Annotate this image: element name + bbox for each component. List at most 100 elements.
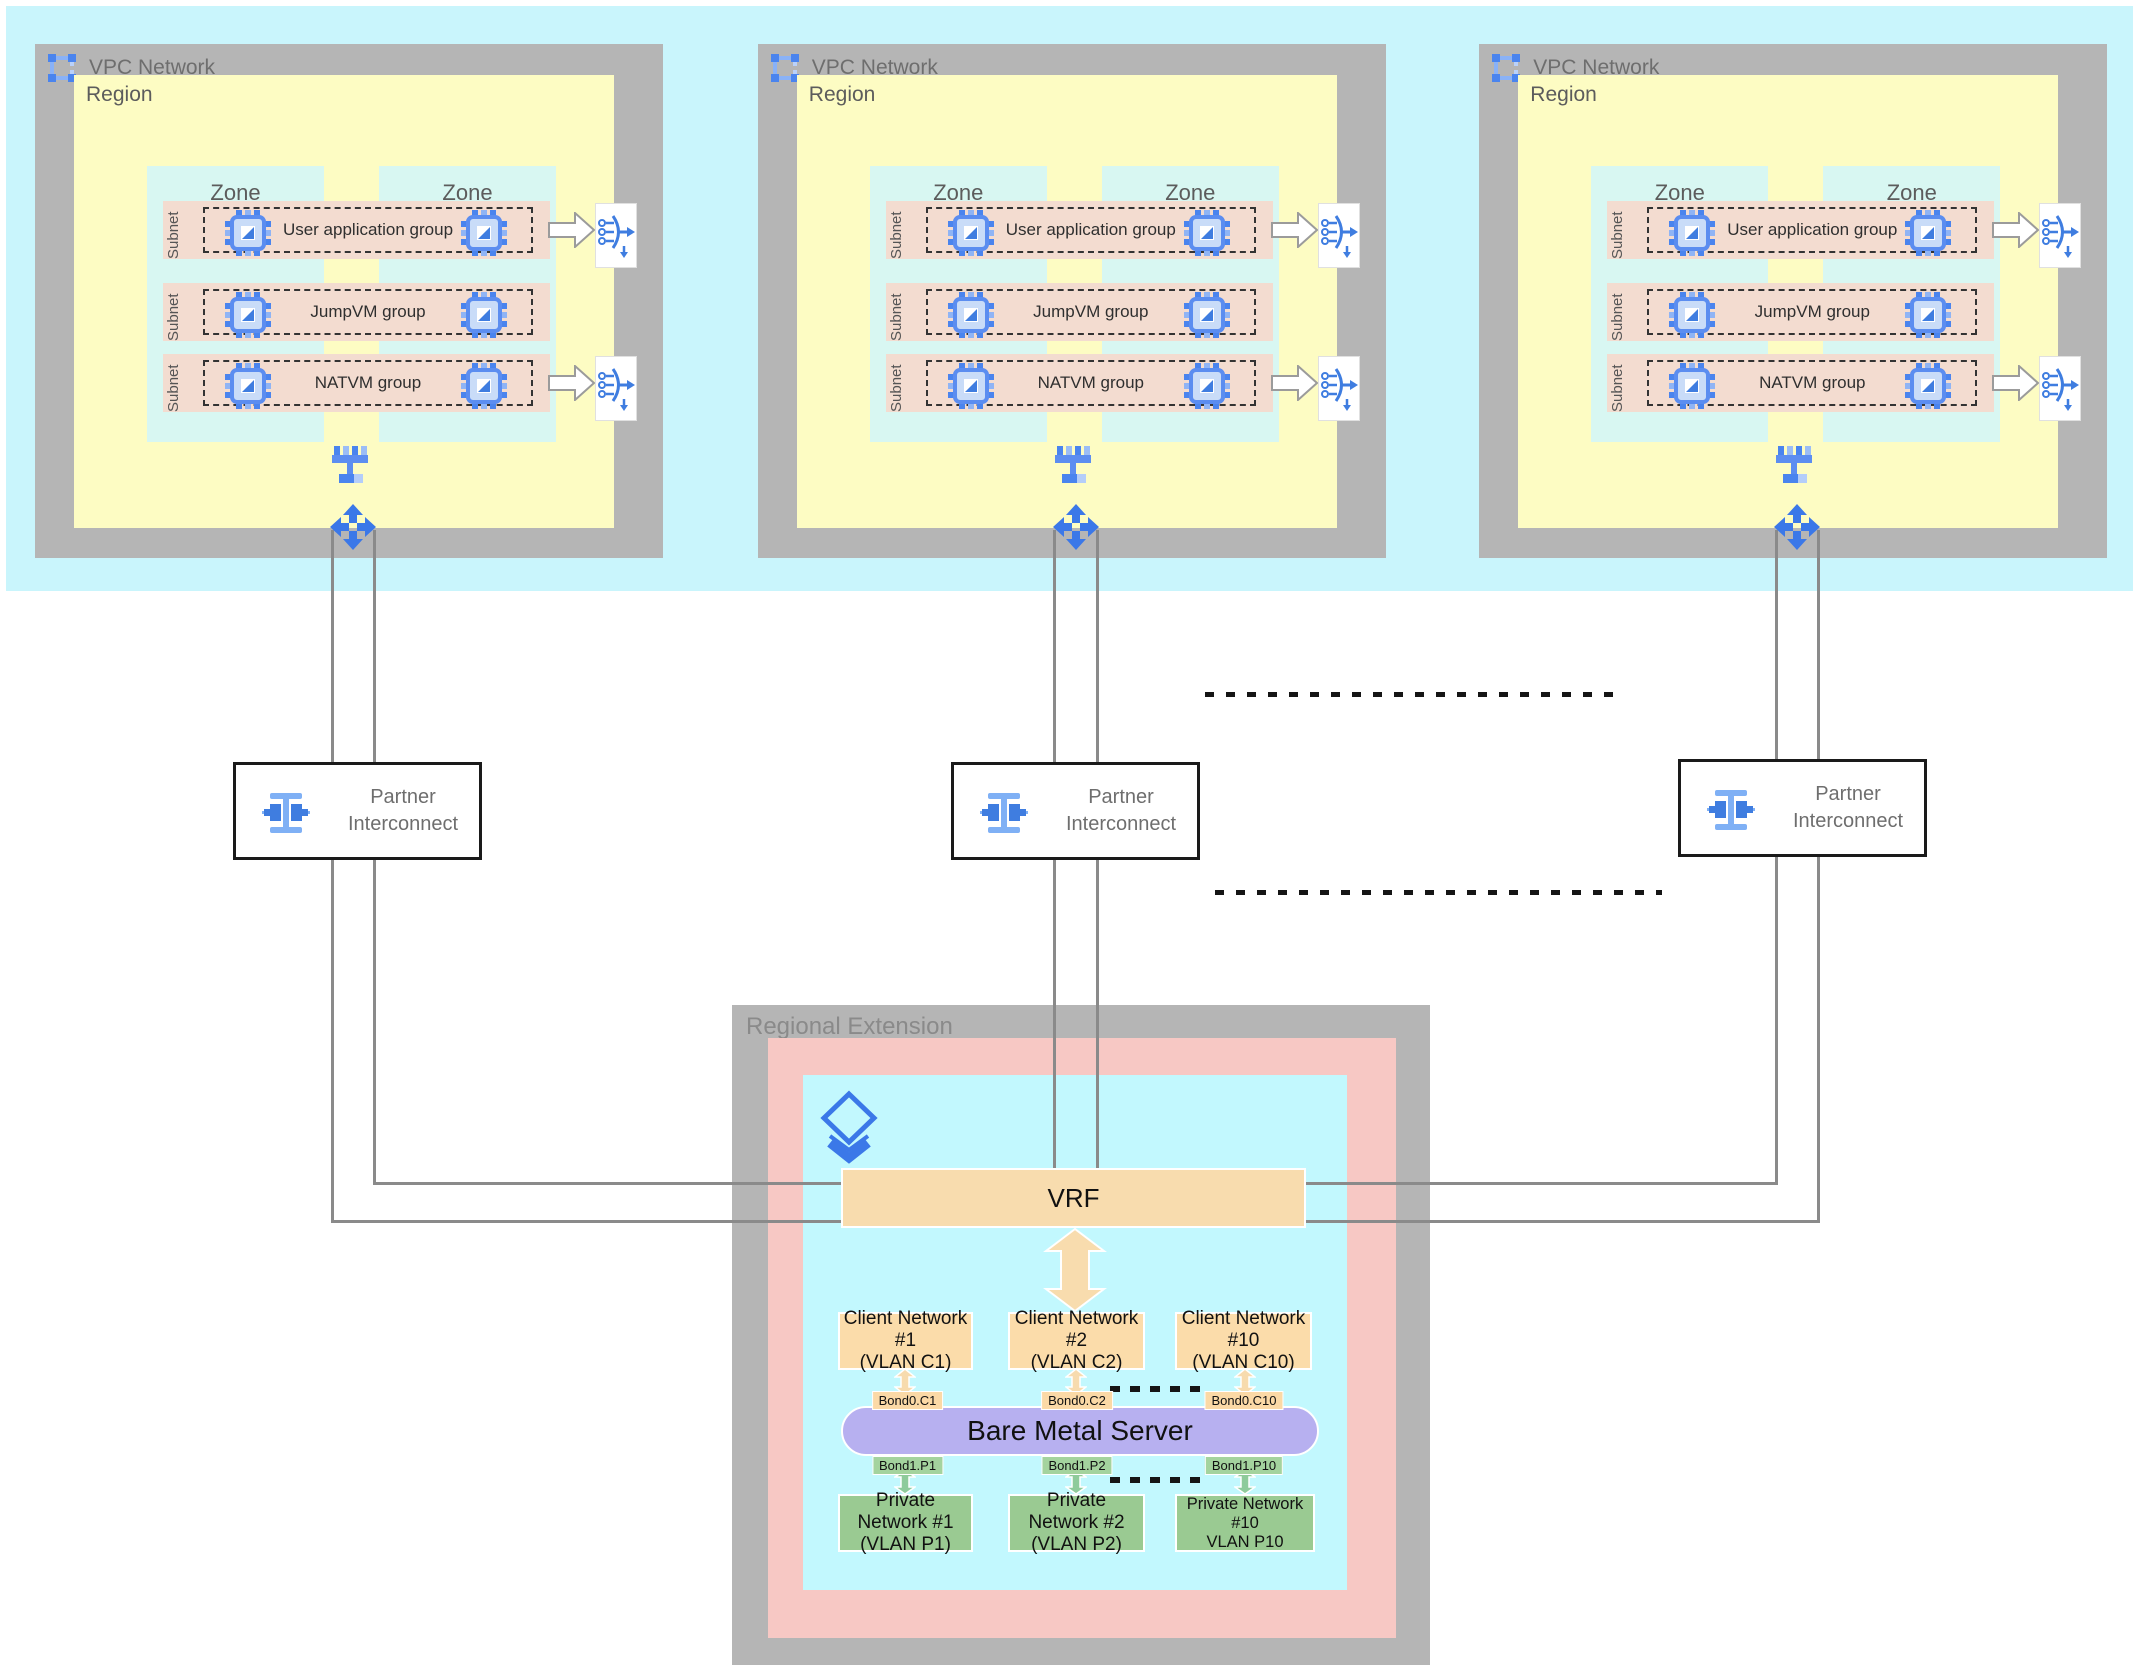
subnet-row: Subnet JumpVM group xyxy=(1607,283,1995,341)
load-balancer-box xyxy=(2040,204,2081,267)
vm-instance-icon xyxy=(1183,292,1230,338)
region-title: Region xyxy=(808,83,876,106)
vm-instance-icon xyxy=(461,210,507,256)
vpc-header: VPC Network xyxy=(48,52,215,84)
client-network-label: Client Network #2 xyxy=(1014,1308,1139,1351)
flow-arrow-icon xyxy=(548,212,596,248)
connector-line xyxy=(1817,530,1820,1223)
partner-interconnect-label: Partner Interconnect xyxy=(1792,783,1904,832)
partner-interconnect-label: Partner Interconnect xyxy=(1065,786,1177,835)
bond-label-top: Bond0.C10 xyxy=(1204,1391,1284,1410)
network-switch-icon xyxy=(1776,446,1813,483)
vm-instance-icon xyxy=(947,292,994,338)
interconnect-icon xyxy=(1707,790,1755,830)
vpc-network-box: VPC Network Region Zone Zone Subnet xyxy=(757,44,1386,558)
ellipsis-dotted-line xyxy=(1215,890,1662,895)
bond-label-bottom: Bond1.P2 xyxy=(1041,1456,1113,1475)
four-way-arrow-icon xyxy=(330,504,376,550)
zone-label: Zone xyxy=(442,180,493,205)
flow-arrow-icon xyxy=(1992,212,2040,248)
flow-arrow-icon xyxy=(548,365,596,401)
regional-extension-title: Regional Extension xyxy=(746,1013,953,1040)
flow-arrow-icon xyxy=(1270,365,1319,401)
vm-instance-icon xyxy=(1669,363,1716,409)
partner-interconnect-box: Partner Interconnect xyxy=(1678,759,1927,857)
private-network-label: VLAN P10 xyxy=(1206,1532,1284,1551)
vm-instance-icon xyxy=(225,292,271,338)
subnet-label: Subnet xyxy=(1609,211,1627,259)
load-balancer-icon xyxy=(1320,367,1358,411)
vm-instance-icon xyxy=(461,292,507,338)
group-label: JumpVM group xyxy=(1754,302,1870,321)
group-label: User application group xyxy=(282,220,454,239)
vrf-server-arrow-icon xyxy=(1043,1228,1107,1312)
subnet-row: Subnet NATVM group xyxy=(885,354,1273,412)
subnet-label: Subnet xyxy=(887,211,905,259)
vm-instance-icon xyxy=(1669,292,1716,338)
vm-instance-icon xyxy=(1183,210,1230,256)
network-switch-icon xyxy=(1054,446,1091,483)
load-balancer-icon xyxy=(598,214,635,258)
group-label: NATVM group xyxy=(1759,373,1866,392)
partner-interconnect-label: Partner Interconnect xyxy=(347,786,459,835)
vm-instance-icon xyxy=(1905,210,1952,256)
private-network-label: Private Network #2 xyxy=(1028,1490,1125,1533)
vrf-label: VRF xyxy=(1047,1182,1100,1213)
flow-arrow-icon xyxy=(1992,365,2040,401)
subnet-row: Subnet NATVM group xyxy=(1607,354,1995,412)
vm-instance-icon xyxy=(1183,363,1230,409)
bond-label-top: Bond0.C2 xyxy=(1041,1391,1113,1410)
vpc-icon xyxy=(1492,54,1521,82)
subnet-label: Subnet xyxy=(165,293,182,341)
bond-label-bottom: Bond1.P10 xyxy=(1204,1456,1284,1475)
region-box: Region Zone Zone Subnet xyxy=(796,75,1359,528)
vm-instance-icon xyxy=(461,363,507,409)
vpc-title: VPC Network xyxy=(811,56,938,79)
subnet-label: Subnet xyxy=(165,364,182,412)
private-bond-arrow-icon xyxy=(1065,1469,1087,1495)
load-balancer-icon xyxy=(2042,214,2080,258)
subnet-row: Subnet JumpVM group xyxy=(163,283,550,341)
partner-interconnect-box: Partner Interconnect xyxy=(951,762,1200,860)
private-network-label: (VLAN P2) xyxy=(1031,1534,1122,1555)
interconnect-icon xyxy=(262,793,310,833)
instance-group-box: User application group xyxy=(925,207,1256,256)
instance-group-box: JumpVM group xyxy=(203,289,533,338)
client-network-label: (VLAN C2) xyxy=(1030,1352,1123,1373)
load-balancer-icon xyxy=(1320,214,1358,258)
client-network-label: Client Network #10 xyxy=(1181,1308,1306,1351)
private-network-box: Private Network #2(VLAN P2) xyxy=(1008,1490,1145,1555)
subnet-row: Subnet User application group xyxy=(163,201,550,259)
vpc-header: VPC Network xyxy=(1492,52,1659,84)
instance-group-box: NATVM group xyxy=(925,360,1256,409)
vm-instance-icon xyxy=(1669,210,1716,256)
vpc-network-box: VPC Network Region Zone Zone Subnet xyxy=(35,44,663,558)
private-network-label: #10 xyxy=(1231,1513,1259,1532)
group-label: JumpVM group xyxy=(1033,302,1149,321)
load-balancer-icon xyxy=(2042,367,2080,411)
group-label: User application group xyxy=(1727,220,1898,239)
client-network-box: Client Network #2(VLAN C2) xyxy=(1008,1308,1145,1373)
connector-line xyxy=(331,530,334,1223)
client-network-box: Client Network #10(VLAN C10) xyxy=(1175,1308,1312,1373)
connector-line xyxy=(373,1182,841,1185)
vm-instance-icon xyxy=(1905,363,1952,409)
vm-instance-icon xyxy=(947,210,994,256)
client-network-label: Client Network #1 xyxy=(843,1308,968,1351)
vpc-icon xyxy=(48,54,76,82)
four-way-arrow-icon xyxy=(1774,504,1821,550)
bare-metal-server: Bare Metal Server xyxy=(841,1406,1319,1456)
subnet-row: Subnet JumpVM group xyxy=(885,283,1273,341)
private-network-box: Private Network #1(VLAN P1) xyxy=(838,1490,973,1555)
zone-label: Zone xyxy=(1165,180,1216,205)
flow-arrow-icon xyxy=(1270,212,1319,248)
vm-instance-icon xyxy=(225,363,271,409)
instance-group-box: NATVM group xyxy=(203,360,533,409)
subnet-row: Subnet NATVM group xyxy=(163,354,550,412)
vm-instance-icon xyxy=(1905,292,1952,338)
instance-group-box: NATVM group xyxy=(1647,360,1978,409)
layers-icon xyxy=(820,1090,878,1164)
subnet-label: Subnet xyxy=(165,211,182,259)
